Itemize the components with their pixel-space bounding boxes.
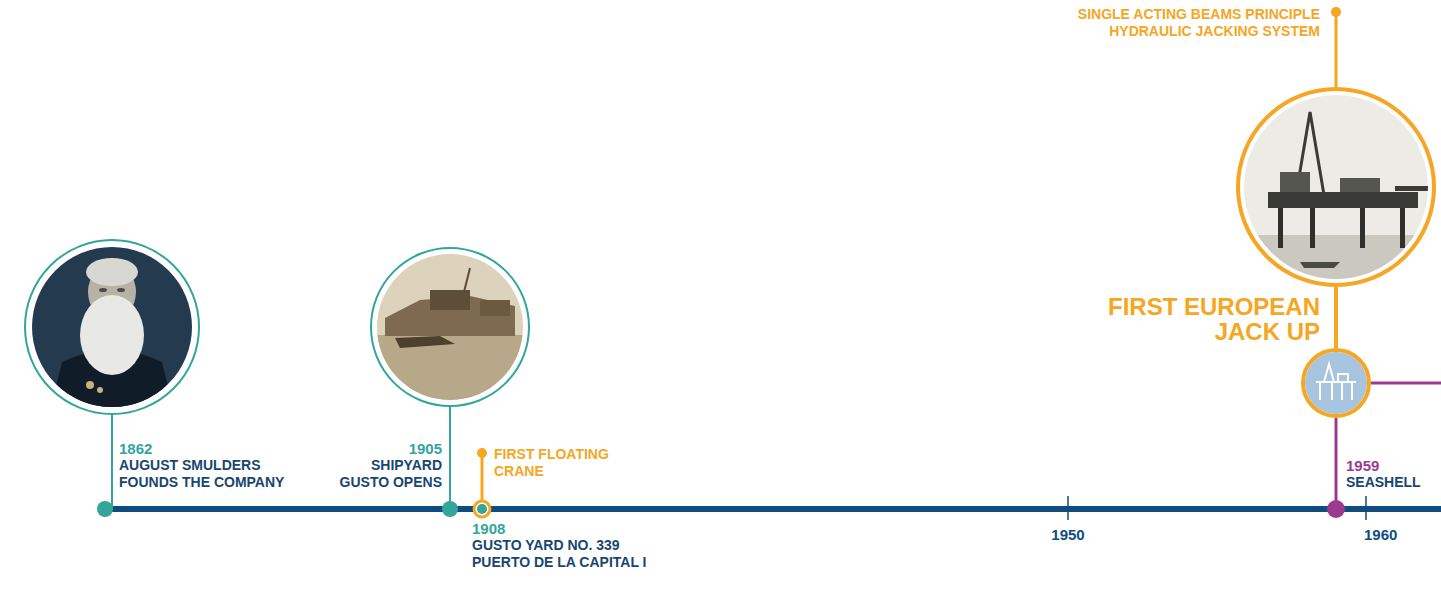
photo-ground — [30, 245, 194, 409]
leader-line — [1335, 12, 1338, 87]
beard — [80, 295, 144, 375]
leader-line — [111, 415, 113, 509]
boat — [1300, 262, 1340, 268]
leader-line — [1335, 418, 1338, 509]
leg — [1278, 208, 1283, 248]
deckhouse — [1340, 178, 1380, 192]
hull — [395, 336, 455, 348]
platform-icon — [1316, 364, 1356, 400]
leg — [1360, 208, 1365, 248]
shipyard-photo — [377, 254, 523, 400]
eye — [117, 288, 125, 292]
milestone-title: FIRST EUROPEAN JACK UP — [1080, 294, 1320, 344]
event-dot — [442, 501, 458, 517]
deckhouse — [1280, 172, 1310, 192]
photo-ground — [377, 254, 523, 400]
connector-line — [1334, 287, 1338, 348]
leg — [1310, 208, 1315, 248]
leg — [1400, 208, 1405, 248]
portrait-photo — [30, 245, 194, 410]
leader-line — [449, 407, 451, 509]
icon-ground — [1305, 352, 1367, 414]
event-dot — [477, 504, 487, 514]
event-circle: 1959SEASHELL — [1301, 348, 1371, 418]
event-text: AUGUST SMULDERS FOUNDS THE COMPANY — [119, 457, 299, 491]
axis-year: 1950 — [1051, 526, 1084, 543]
hair — [86, 258, 138, 286]
event-circle: 1862AUGUST SMULDERS FOUNDS THE COMPANY — [24, 239, 200, 415]
event-text: SEASHELL — [1346, 474, 1421, 491]
timeline-axis — [105, 506, 1441, 512]
feature-text: SINGLE ACTING BEAMS PRINCIPLE HYDRAULIC … — [1040, 6, 1320, 40]
event-year: 1905 — [409, 440, 442, 457]
hall — [480, 300, 510, 316]
leader-dot — [1331, 7, 1341, 17]
axis-tick — [1067, 496, 1069, 520]
event-circle: 1905SHIPYARD GUSTO OPENS — [370, 247, 530, 407]
medal — [86, 381, 94, 389]
eye — [99, 288, 107, 292]
crane — [462, 268, 470, 300]
event-year: 1908 — [472, 520, 505, 537]
event-circle: SINGLE ACTING BEAMS PRINCIPLE HYDRAULIC … — [1236, 87, 1436, 287]
event-year: 1959 — [1346, 457, 1379, 474]
leader-dot — [477, 448, 487, 458]
axis-tick — [1365, 496, 1367, 520]
jackup-photo — [1244, 95, 1430, 279]
water — [377, 335, 523, 400]
leader-line — [1371, 382, 1441, 385]
helideck — [1395, 186, 1430, 191]
event-dot — [97, 501, 113, 517]
medal — [97, 387, 103, 393]
axis-year: 1960 — [1364, 526, 1397, 543]
event-ring — [474, 501, 490, 517]
event-text: SHIPYARD GUSTO OPENS — [327, 457, 442, 491]
deck — [1268, 192, 1418, 208]
event-text: GUSTO YARD NO. 339 PUERTO DE LA CAPITAL … — [472, 537, 662, 571]
event-dot — [1327, 500, 1345, 518]
milestone-label: FIRST FLOATING CRANE — [494, 446, 629, 480]
event-year: 1862 — [119, 440, 152, 457]
